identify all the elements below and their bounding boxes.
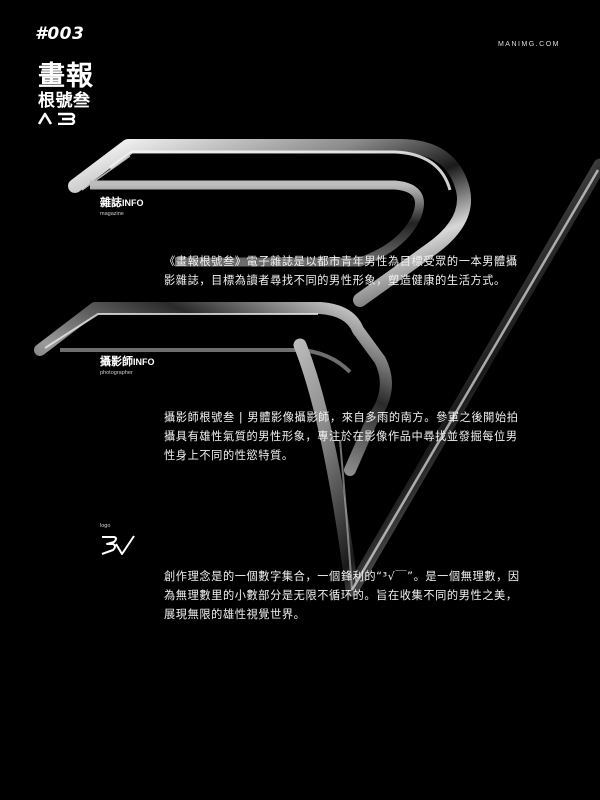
section-title-cn: 雜誌 [100, 196, 122, 209]
brand-mark [37, 112, 76, 126]
magazine-info-label: 雜誌INFO magazine [100, 193, 144, 218]
site-url: MANIMG.COM [497, 41, 560, 48]
brand-block: 畫報 根號叁 [37, 61, 94, 128]
magazine-description: 《畫報根號叁》電子雜誌是以都市青年男性為目標受眾的一本男體攝影雜誌，目標為讀者尋… [164, 255, 518, 287]
section-subtitle: magazine [100, 211, 124, 217]
logo-label: logo [100, 523, 111, 529]
logo-radical-stroke [293, 158, 600, 597]
section-title-en: INFO [133, 357, 155, 367]
section-title-en: INFO [122, 198, 144, 208]
issue-number: #003 [35, 24, 85, 44]
logo-middle-stroke [90, 180, 424, 267]
photographer-info-label: 攝影師INFO photographer [100, 352, 155, 377]
section-title-cn: 攝影師 [100, 355, 133, 368]
brand-subtitle: 根號叁 [38, 91, 91, 111]
logo-lower-stroke [34, 302, 392, 476]
logo-concept-description: 創作理念是的一個數字集合，一個鋒利的“³√￣”。是一個無理數，因為無理數里的小數… [164, 570, 520, 621]
photographer-description: 攝影師根號叁 | 男體影像攝影師，來自多雨的南方。參軍之後開始拍攝具有雄性氣質的… [164, 411, 519, 462]
brand-title: 畫報 [38, 61, 94, 92]
logo-upper-stroke [68, 139, 471, 307]
small-logo-icon [101, 535, 135, 555]
section-subtitle: photographer [100, 370, 133, 376]
